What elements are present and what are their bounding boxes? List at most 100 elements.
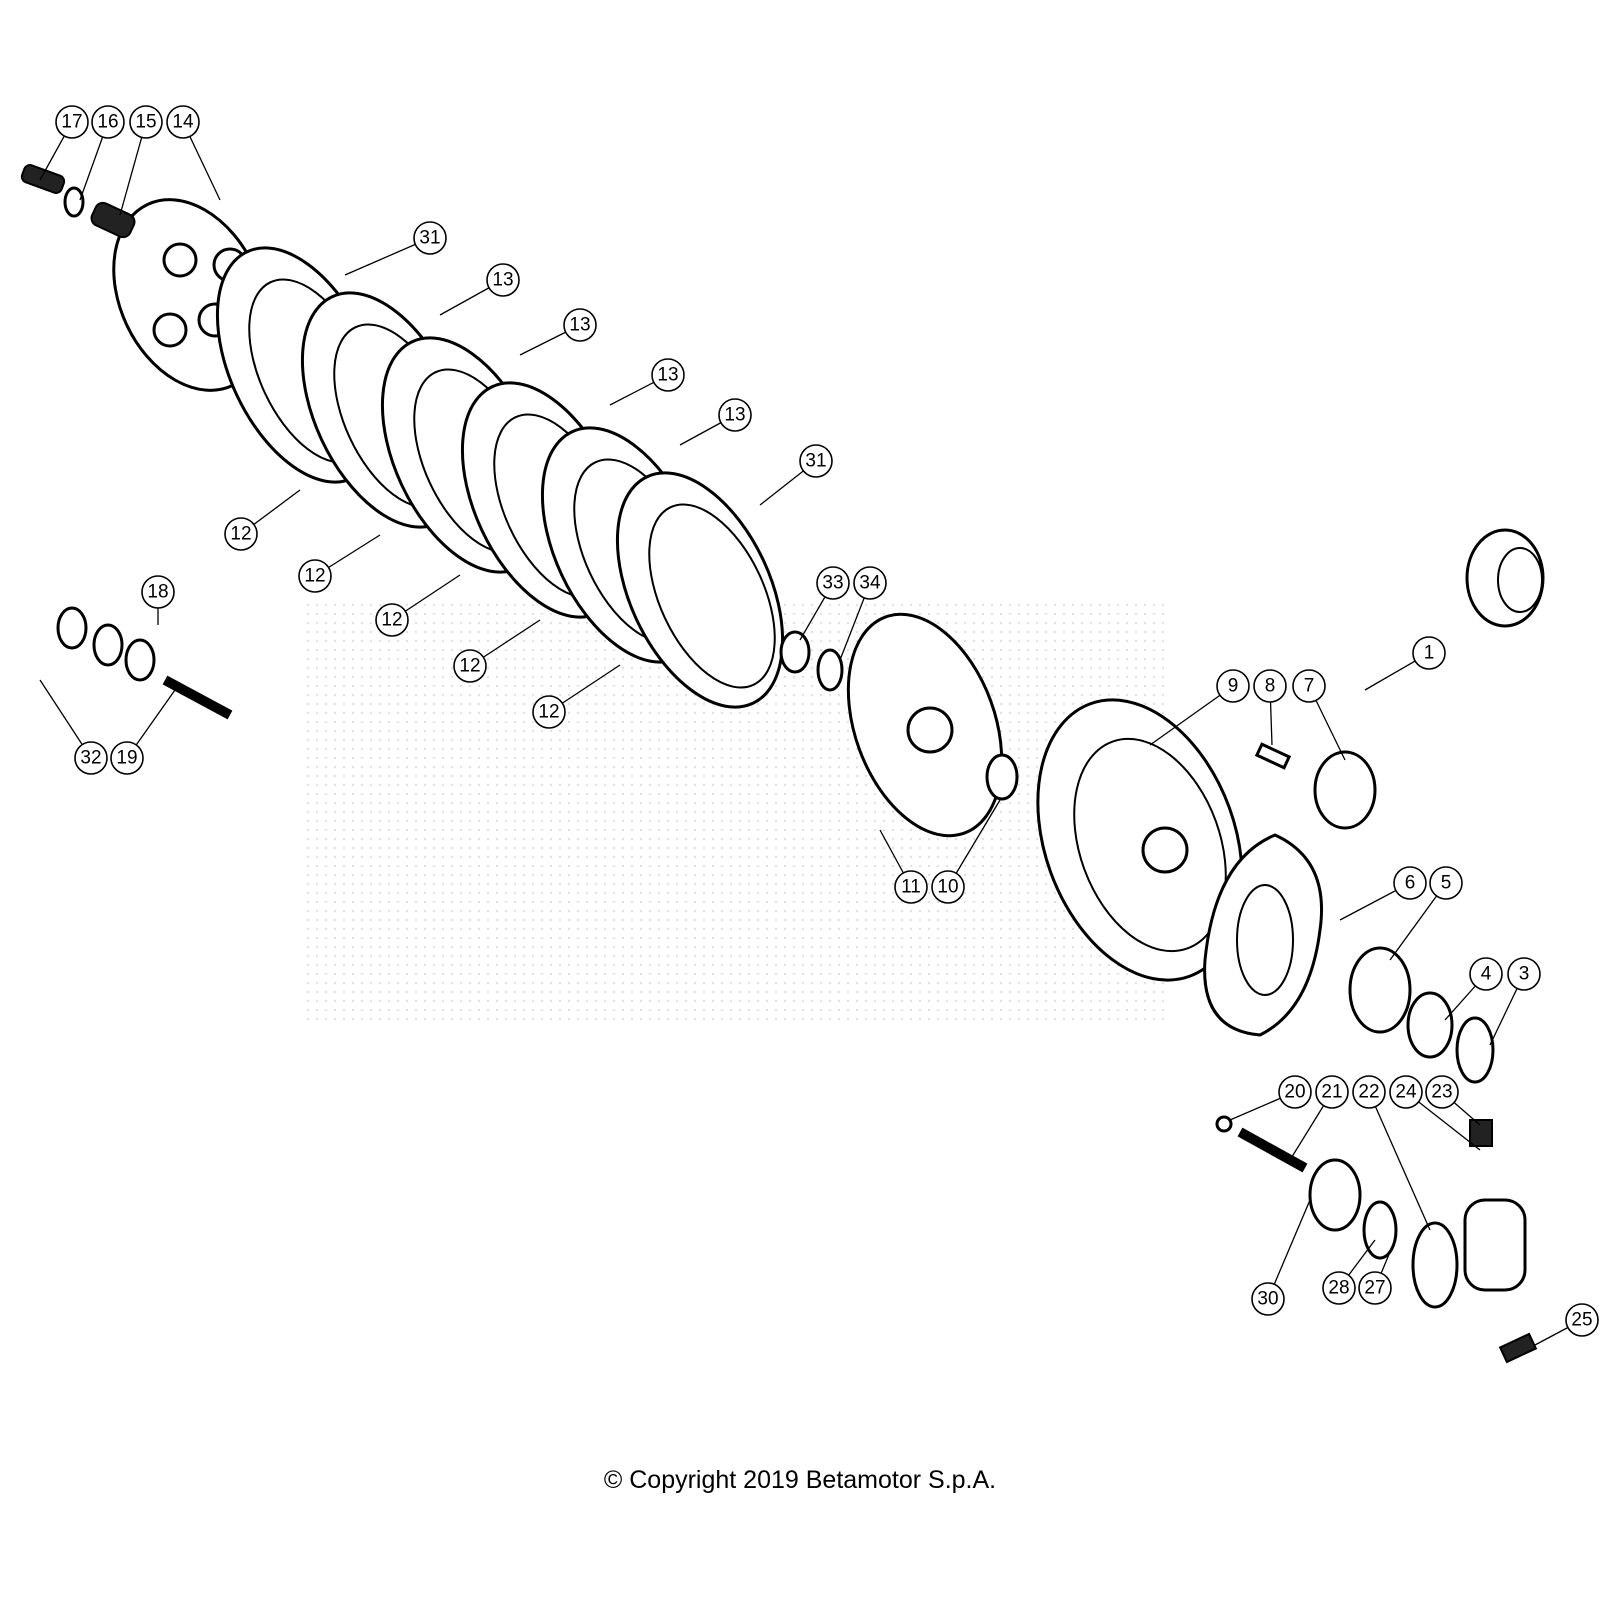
spacer (1406, 991, 1454, 1059)
clutch-basket (1036, 698, 1244, 982)
callout-number: 17 (61, 112, 82, 133)
callout-1: 1 (1412, 636, 1446, 670)
callout-15: 15 (129, 105, 163, 139)
callout-circle (1358, 1271, 1392, 1305)
washer (56, 606, 88, 650)
callout-circle (1352, 1075, 1386, 1109)
callout-number: 32 (80, 748, 101, 769)
callout-20: 20 (1278, 1075, 1312, 1109)
callout-33: 33 (816, 566, 850, 600)
piston (1308, 1158, 1362, 1232)
callout-number: 22 (1358, 1082, 1379, 1103)
basket-center (1141, 826, 1189, 874)
damper (1313, 750, 1377, 830)
parts-drawing (20, 164, 1545, 1364)
callout-16: 16 (91, 105, 125, 139)
callout-12: 12 (375, 603, 409, 637)
callout-12: 12 (532, 695, 566, 729)
callout-number: 27 (1364, 1278, 1385, 1299)
callout-number: 10 (937, 877, 958, 898)
callout-circle (816, 566, 850, 600)
pushrod (162, 675, 233, 720)
callout-22: 22 (1352, 1075, 1386, 1109)
bushing (1348, 946, 1412, 1034)
callout-11: 11 (894, 870, 928, 904)
callout-circle (1425, 1075, 1459, 1109)
callout-number: 30 (1257, 1289, 1278, 1310)
callout-number: 8 (1265, 676, 1276, 697)
callout-number: 19 (116, 748, 137, 769)
callout-circle (718, 398, 752, 432)
callout-number: 14 (172, 112, 194, 133)
callout-circle (413, 221, 447, 255)
callout-circle (853, 566, 887, 600)
callout-number: 12 (304, 566, 325, 587)
callout-circle (375, 603, 409, 637)
friction-plate (615, 471, 785, 709)
callout-34: 34 (853, 566, 887, 600)
callout-circle (1389, 1075, 1423, 1109)
callout-number: 33 (822, 573, 843, 594)
primary-gear (1465, 528, 1545, 628)
callout-number: 31 (419, 228, 440, 249)
callout-9: 9 (1216, 669, 1250, 703)
callout-13: 13 (718, 398, 752, 432)
callout-number: 5 (1441, 873, 1452, 894)
callout-circle (1565, 1303, 1599, 1337)
spring-boss (162, 242, 198, 278)
callout-number: 24 (1395, 1082, 1417, 1103)
leader-line (1267, 1199, 1311, 1300)
callout-25: 25 (1565, 1303, 1599, 1337)
callout-31: 31 (413, 221, 447, 255)
callout-circle (91, 105, 125, 139)
callout-number: 18 (147, 582, 168, 603)
callout-8: 8 (1253, 669, 1287, 703)
callout-24: 24 (1389, 1075, 1423, 1109)
o-ring (1411, 1221, 1459, 1309)
callout-21: 21 (1315, 1075, 1349, 1109)
callout-4: 4 (1469, 957, 1503, 991)
callout-circle (224, 517, 258, 551)
callout-number: 3 (1519, 964, 1530, 985)
bolt (1254, 742, 1292, 770)
bleed-screw (1469, 1119, 1493, 1147)
bearing (124, 638, 156, 682)
callout-circle (651, 358, 685, 392)
callout-30: 30 (1251, 1282, 1285, 1316)
callout-circle (532, 695, 566, 729)
gear-bore (1497, 547, 1543, 613)
callout-number: 12 (538, 702, 559, 723)
callout-circle (1253, 669, 1287, 703)
callout-number: 11 (901, 877, 921, 898)
ball (1215, 1115, 1233, 1133)
callout-6: 6 (1393, 866, 1427, 900)
callout-circle (1469, 957, 1503, 991)
callout-circle (1216, 669, 1250, 703)
callout-number: 7 (1304, 676, 1315, 697)
callout-number: 28 (1328, 1278, 1349, 1299)
callout-circle (1278, 1075, 1312, 1109)
callout-circle (1322, 1271, 1356, 1305)
leader-line (1149, 685, 1234, 746)
steel-plate (648, 503, 776, 689)
callout-32: 32 (74, 741, 108, 775)
callout-circle (486, 263, 520, 297)
callout-number: 23 (1431, 1082, 1452, 1103)
pushrod (1237, 1127, 1308, 1173)
callout-circle (931, 870, 965, 904)
callout-28: 28 (1322, 1271, 1356, 1305)
callout-3: 3 (1507, 957, 1541, 991)
callout-13: 13 (486, 263, 520, 297)
callout-number: 15 (135, 112, 156, 133)
callout-circle (110, 741, 144, 775)
callout-circle (1412, 636, 1446, 670)
callout-17: 17 (55, 105, 89, 139)
callout-23: 23 (1425, 1075, 1459, 1109)
callout-number: 13 (492, 270, 513, 291)
washer (1455, 1016, 1495, 1084)
callout-number: 16 (97, 112, 118, 133)
callout-number: 20 (1284, 1082, 1305, 1103)
callout-circle (55, 105, 89, 139)
